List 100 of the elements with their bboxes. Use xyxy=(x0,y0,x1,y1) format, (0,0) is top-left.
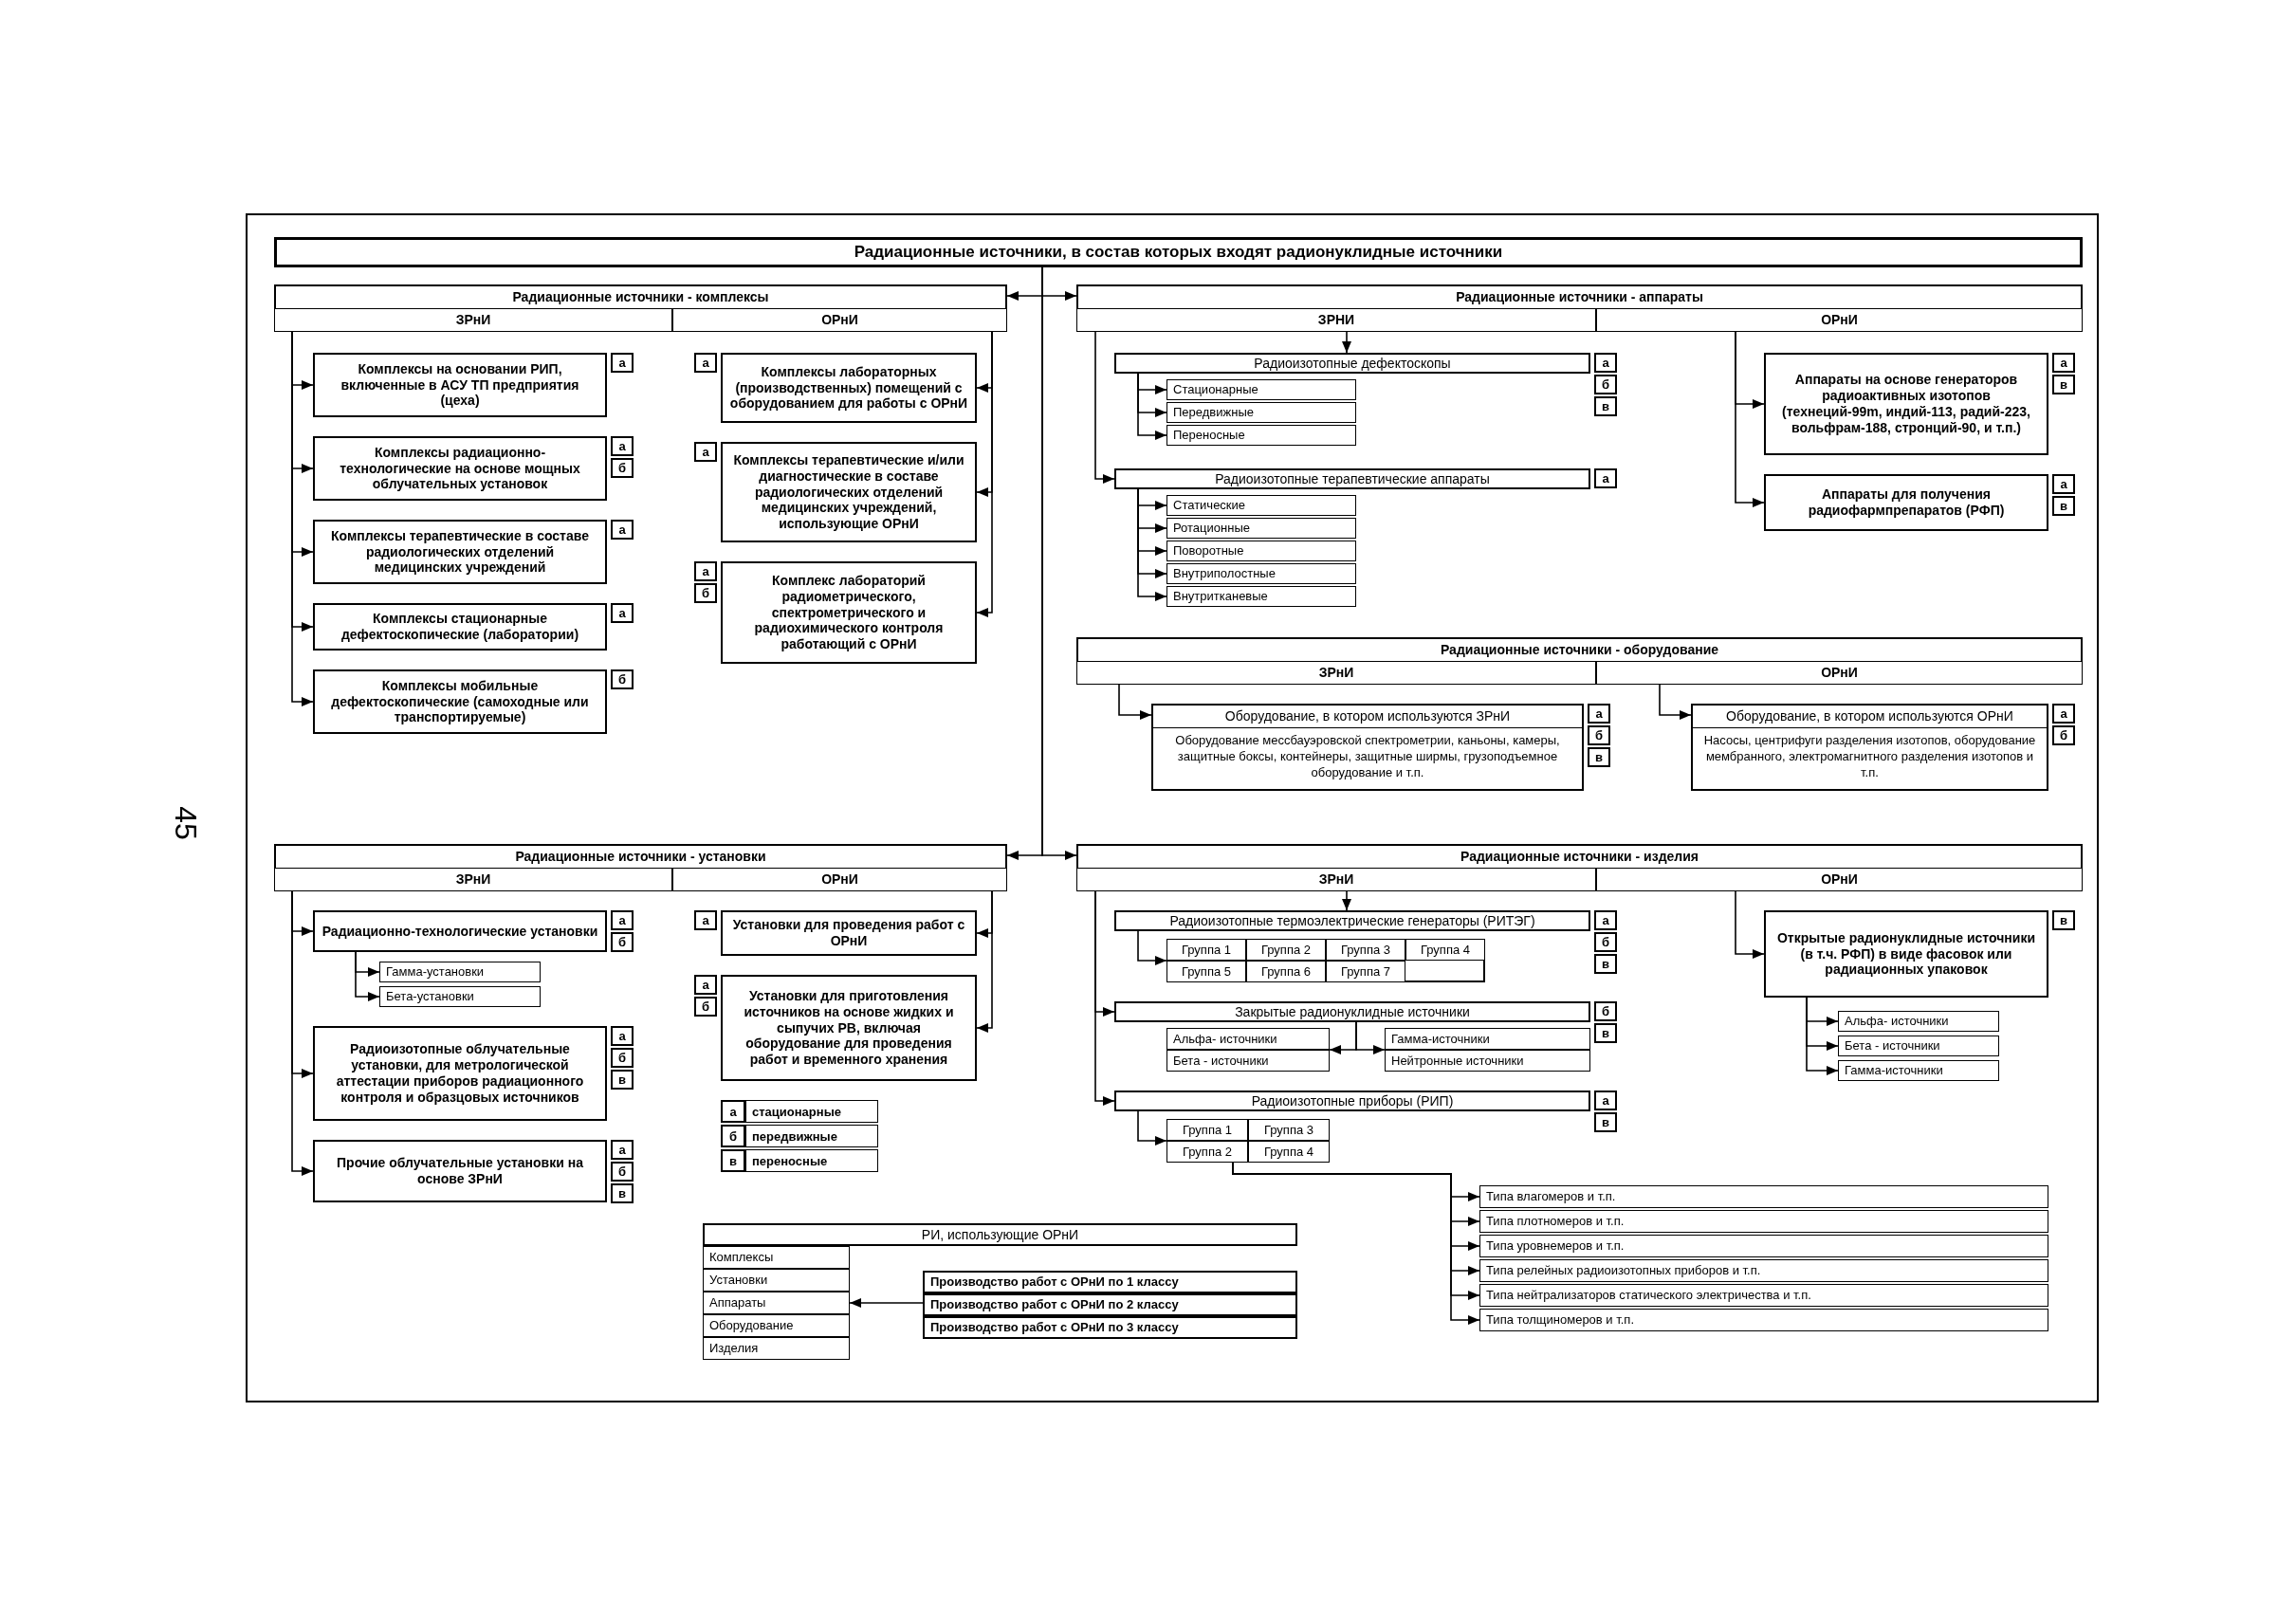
heading-box: Радиационные источники, в состав которых входят радионуклидные источники xyxy=(274,237,2083,267)
letter-tag: б xyxy=(2052,725,2075,745)
group-cell: Группа 3 xyxy=(1248,1119,1330,1141)
letter-tag: а xyxy=(1594,1091,1617,1110)
letter-tag: а xyxy=(611,1140,634,1160)
table-row: Типа влагомеров и т.п. xyxy=(1479,1185,2048,1208)
category-box: Открытые радионуклидные источники (в т.ч. РФП) в виде фасовок или радиационных упаковок xyxy=(1764,910,2048,998)
letter-tag: а xyxy=(611,353,634,373)
box-heading: Оборудование, в котором используются ЗРнИ xyxy=(1153,706,1582,728)
table-row: Типа релейных радиоизотопных приборов и т.п. xyxy=(1479,1259,2048,1282)
letter-tag: а xyxy=(694,910,717,930)
table-row: Гамма-источники xyxy=(1838,1060,1999,1081)
arrow xyxy=(1118,684,1152,720)
letter-tag: б xyxy=(611,932,634,952)
letter-tag: а xyxy=(1594,468,1617,488)
arrow xyxy=(976,331,993,617)
category-box: Комплексы радиационно-технологические на основе мощных облучательных установок xyxy=(313,436,607,501)
letter-tag: в xyxy=(611,1070,634,1090)
group-cell: Группа 4 xyxy=(1405,939,1485,961)
letter-tag: б xyxy=(694,997,717,1017)
column-header: ОРнИ xyxy=(1596,868,2083,891)
group-table xyxy=(1385,1028,1590,1072)
group-table xyxy=(1166,1119,1330,1163)
category-box: Комплексы на основании РИП, включенные в АСУ ТП предприятия (цеха) xyxy=(313,353,607,417)
table-row: Переносные xyxy=(1166,425,1356,446)
column-header: ОРнИ xyxy=(672,868,1007,891)
description-box xyxy=(1691,704,2048,791)
group-table xyxy=(1166,1028,1330,1072)
category-panel xyxy=(274,844,1007,891)
group-cell: Группа 1 xyxy=(1166,939,1246,961)
panel-title: Радиационные источники - оборудование xyxy=(1440,642,1719,658)
table-row: Установки xyxy=(703,1269,850,1292)
table-row: Оборудование xyxy=(703,1314,850,1337)
arrow xyxy=(1094,890,1115,1106)
category-box: Аппараты для получения радиофармпрепаратов (РФП) xyxy=(1764,474,2048,531)
group-cell: Группа 6 xyxy=(1246,961,1326,982)
box-heading: Оборудование, в котором используются ОРнИ xyxy=(1693,706,2047,728)
class-row: Производство работ с ОРнИ по 3 классу xyxy=(923,1316,1297,1339)
table-row: Стационарные xyxy=(1166,379,1356,400)
box-body: Оборудование мессбауэровской спектрометрии, каньоны, камеры, защитные боксы, контейнеры, защитные ширмы, грузоподъемное оборудование и т.п. xyxy=(1174,731,1561,781)
class-row: Производство работ с ОРнИ по 1 классу xyxy=(923,1271,1297,1293)
category-panel xyxy=(274,284,1007,332)
group-cell: Группа 2 xyxy=(1166,1141,1248,1163)
table-row: Альфа- источники xyxy=(1838,1011,1999,1032)
group-cell: Группа 3 xyxy=(1326,939,1405,961)
table-row: Внутритканевые xyxy=(1166,586,1356,607)
category-panel xyxy=(1076,844,2083,891)
letter-tag: б xyxy=(694,583,717,603)
arrow xyxy=(1659,684,1692,720)
letter-tag: в xyxy=(611,1183,634,1203)
letter-tag: в xyxy=(1594,1112,1617,1132)
column-header: ОРнИ xyxy=(672,308,1007,332)
group-cell: Группа 4 xyxy=(1248,1141,1330,1163)
legend-key: б xyxy=(721,1125,745,1147)
arrow xyxy=(355,951,380,1001)
arrow xyxy=(1342,890,1351,911)
description-box xyxy=(1151,704,1584,791)
table-row: Нейтронные источники xyxy=(1385,1050,1590,1072)
letter-tag: в xyxy=(2052,910,2075,930)
category-box: Комплексы мобильные дефектоскопические (самоходные или транспортируемые) xyxy=(313,669,607,734)
column-header: ОРнИ xyxy=(1596,308,2083,332)
table-header: Радиоизотопные дефектоскопы xyxy=(1114,353,1590,374)
group-cell: Группа 2 xyxy=(1246,939,1326,961)
category-box: Комплексы терапевтические и/или диагностические в составе радиологических отделений медицинских учреждений, использующие ОРнИ xyxy=(721,442,977,542)
arrow xyxy=(849,1298,924,1308)
table-row: Бета - источники xyxy=(1838,1036,1999,1056)
arrow xyxy=(1137,1110,1167,1146)
letter-tag: а xyxy=(611,1026,634,1046)
category-box: Комплекс лабораторий радиометрического, спектрометрического и радиохимического контроля работающий с ОРнИ xyxy=(721,561,977,664)
legend-key: в xyxy=(721,1149,745,1172)
category-box: Установки для приготовления источников на основе жидких и сыпучих РВ, включая оборудование для проведения работ и временного хранения xyxy=(721,975,977,1081)
column-header: ЗРнИ xyxy=(274,868,672,891)
column-header: ЗРНИ xyxy=(1076,308,1596,332)
table-row: Комплексы xyxy=(703,1246,850,1269)
column-header: ЗРнИ xyxy=(274,308,672,332)
group-cell: Группа 5 xyxy=(1166,961,1246,982)
table-row: Альфа- источники xyxy=(1166,1028,1330,1050)
table-header: РИ, использующие ОРнИ xyxy=(703,1223,1297,1246)
category-box: Аппараты на основе генераторов радиоактивных изотопов (технеций-99m, индий-113, радий-223, вольфрам-188, стронций-90, и т.п.) xyxy=(1764,353,2048,455)
arrow xyxy=(1806,997,1839,1075)
letter-tag: в xyxy=(1594,954,1617,974)
letter-tag: а xyxy=(694,561,717,581)
table-row: Статические xyxy=(1166,495,1356,516)
table-row: Гамма-установки xyxy=(379,962,541,982)
arrow xyxy=(1137,373,1167,440)
letter-tag: б xyxy=(611,1048,634,1068)
letter-tag: а xyxy=(694,442,717,462)
table-row: Ротационные xyxy=(1166,518,1356,539)
letter-tag: в xyxy=(1594,1023,1617,1043)
letter-tag: а xyxy=(2052,353,2075,373)
group-cell: Группа 7 xyxy=(1326,961,1405,982)
column-header: ОРнИ xyxy=(1596,661,2083,685)
legend-text: передвижные xyxy=(745,1125,878,1147)
table-header: Радиоизотопные термоэлектрические генераторы (РИТЭГ) xyxy=(1114,910,1590,931)
panel-title: Радиационные источники - комплексы xyxy=(512,289,769,305)
page-number: 45 xyxy=(170,806,201,840)
table-row: Бета - источники xyxy=(1166,1050,1330,1072)
letter-tag: а xyxy=(1594,910,1617,930)
box-body: Насосы, центрифуги разделения изотопов, оборудование мембранного, электромагнитного разделения изотопов и т.п. xyxy=(1702,731,2037,781)
column-header: ЗРнИ xyxy=(1076,661,1596,685)
